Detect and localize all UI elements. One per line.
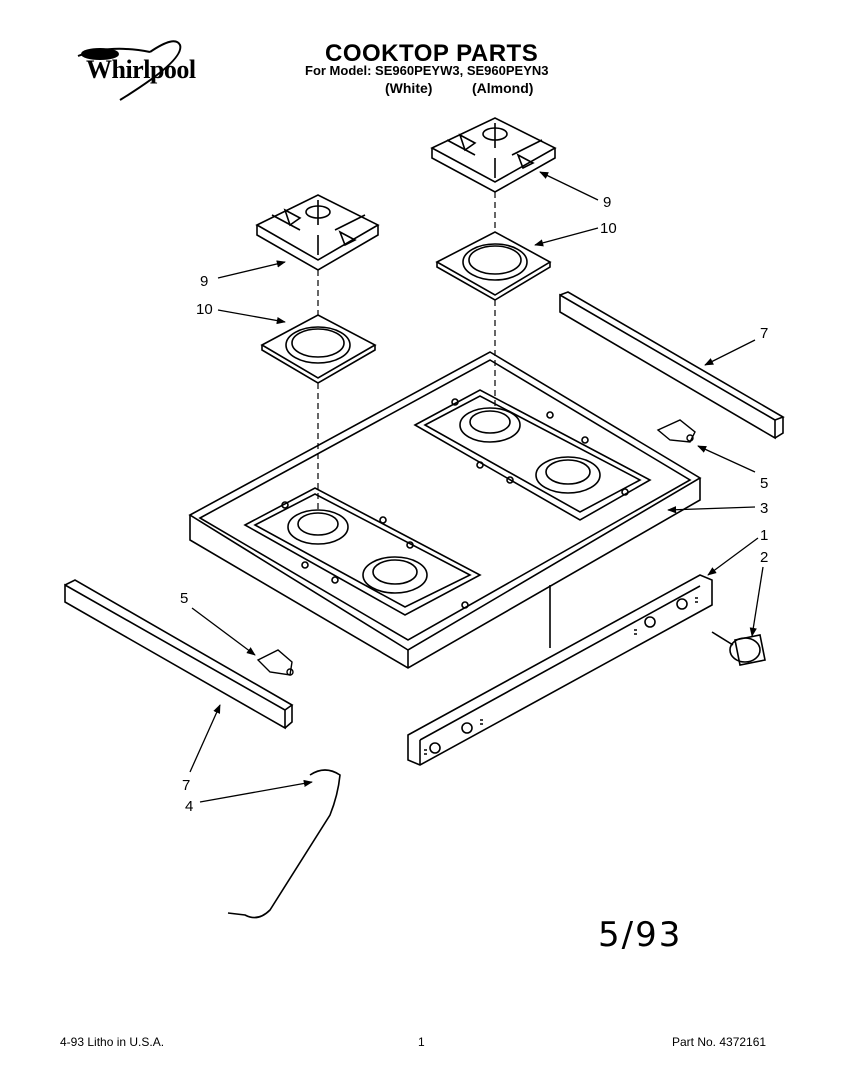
cooktop-main-top xyxy=(188,351,702,669)
burner-base-left xyxy=(260,314,377,384)
callout-9-left: 9 xyxy=(200,273,208,290)
color-almond-label: (Almond) xyxy=(472,80,534,96)
clip-right xyxy=(656,419,696,443)
callout-7-left: 7 xyxy=(182,777,190,794)
page-title: COOKTOP PARTS xyxy=(325,40,539,67)
callout-7-right: 7 xyxy=(760,325,768,342)
trim-strip-right xyxy=(559,291,785,440)
callout-2: 2 xyxy=(760,549,768,566)
callout-5-right: 5 xyxy=(760,475,768,492)
alignment-lines xyxy=(317,192,496,510)
model-line: For Model: SE960PEYW3, SE960PEYN3 xyxy=(305,63,549,78)
callout-10-right: 10 xyxy=(600,220,617,237)
control-panel xyxy=(407,574,713,766)
callout-3: 3 xyxy=(760,500,768,517)
footer-page-number: 1 xyxy=(418,1035,425,1049)
callout-9-right: 9 xyxy=(603,194,611,211)
clip-left xyxy=(256,649,294,676)
burner-grate-left xyxy=(255,194,380,271)
callout-10-left: 10 xyxy=(196,301,213,318)
footer-part-number: Part No. 4372161 xyxy=(672,1035,767,1049)
logo-swoosh xyxy=(77,40,182,101)
burner-base-right xyxy=(435,231,552,301)
burner-grate-right xyxy=(430,117,557,193)
footer-litho: 4-93 Litho in U.S.A. xyxy=(60,1035,165,1049)
handwritten-date: 5/93 xyxy=(598,915,683,955)
control-knob xyxy=(711,631,766,666)
trim-strip-left xyxy=(64,579,294,730)
ignitor-wire xyxy=(227,769,341,919)
leader-arrows xyxy=(189,171,764,803)
callout-4: 4 xyxy=(185,798,193,815)
color-white-label: (White) xyxy=(385,80,433,96)
callout-1: 1 xyxy=(760,527,768,544)
callout-5-left: 5 xyxy=(180,590,188,607)
